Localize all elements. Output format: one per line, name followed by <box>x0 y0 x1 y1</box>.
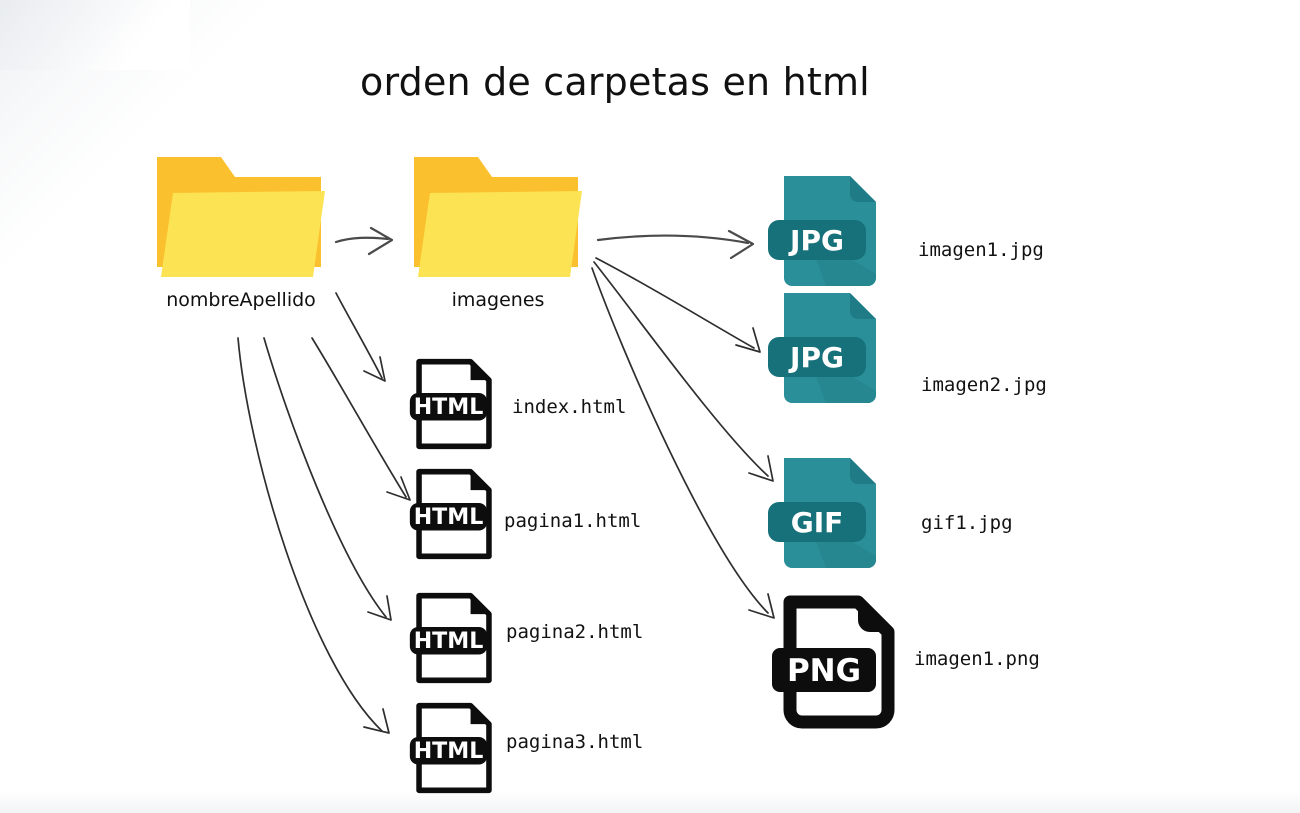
html-badge-text: HTML <box>414 629 484 654</box>
file-icon-pagina1-html[interactable]: HTML <box>408 468 500 560</box>
file-icon-pagina2-html[interactable]: HTML <box>408 592 500 684</box>
folder-label: imagenes <box>451 289 545 311</box>
file-icon-pagina3-html[interactable]: HTML <box>408 702 500 794</box>
jpg-badge-text: JPG <box>788 224 844 257</box>
html-file-icon: HTML <box>409 592 492 684</box>
arrow-root-to-pagina3 <box>237 337 390 734</box>
file-icon-gif1-jpg[interactable]: GIF <box>766 452 890 576</box>
file-label-imagen1-jpg: imagen1.jpg <box>918 239 1044 261</box>
folder-icon <box>414 157 582 277</box>
gif-badge-text: GIF <box>791 506 844 539</box>
file-icon-imagen2-jpg[interactable]: JPG <box>766 287 890 411</box>
page-title: orden de carpetas en html <box>360 60 870 104</box>
png-file-icon: PNG <box>772 595 895 729</box>
file-icon-imagen1-jpg[interactable]: JPG <box>766 170 890 294</box>
arrow-img-to-imagen1jpg <box>596 229 755 260</box>
file-label-gif1-jpg: gif1.jpg <box>921 512 1013 534</box>
file-icon-index-html[interactable]: HTML <box>408 358 500 450</box>
folder-imagenes[interactable]: imagenes <box>412 155 584 311</box>
arrow-root-to-pagina1 <box>311 337 411 501</box>
arrow-root-to-imagenes <box>334 226 394 256</box>
jpg-badge-text: JPG <box>788 341 844 374</box>
arrow-root-to-index <box>335 292 386 382</box>
file-icon-imagen1-png[interactable]: PNG <box>766 592 906 732</box>
html-badge-text: HTML <box>414 395 484 420</box>
jpg-file-icon: JPG <box>768 293 876 403</box>
html-badge-text: HTML <box>414 505 484 530</box>
html-file-icon: HTML <box>409 702 492 794</box>
bottom-shading <box>0 791 1300 813</box>
arrow-img-to-imagen2jpg <box>595 257 761 353</box>
file-label-pagina1-html: pagina1.html <box>504 510 642 532</box>
folder-nombre-apellido[interactable]: nombreApellido <box>155 155 327 311</box>
html-badge-text: HTML <box>414 739 484 764</box>
file-label-index-html: index.html <box>512 396 627 418</box>
file-label-pagina2-html: pagina2.html <box>506 621 644 643</box>
gif-file-icon: GIF <box>768 458 876 568</box>
html-file-icon: HTML <box>409 468 492 560</box>
arrow-root-to-pagina2 <box>263 337 392 621</box>
arrow-img-to-gif1jpg <box>593 261 774 482</box>
file-label-pagina3-html: pagina3.html <box>506 731 644 753</box>
file-label-imagen1-png: imagen1.png <box>914 648 1040 670</box>
arrow-img-to-imagen1png <box>591 267 775 619</box>
folder-icon <box>157 157 325 277</box>
html-file-icon: HTML <box>409 358 492 450</box>
png-badge-text: PNG <box>787 653 861 689</box>
folder-label: nombreApellido <box>166 289 316 311</box>
jpg-file-icon: JPG <box>768 176 876 286</box>
file-label-imagen2-jpg: imagen2.jpg <box>921 374 1047 396</box>
